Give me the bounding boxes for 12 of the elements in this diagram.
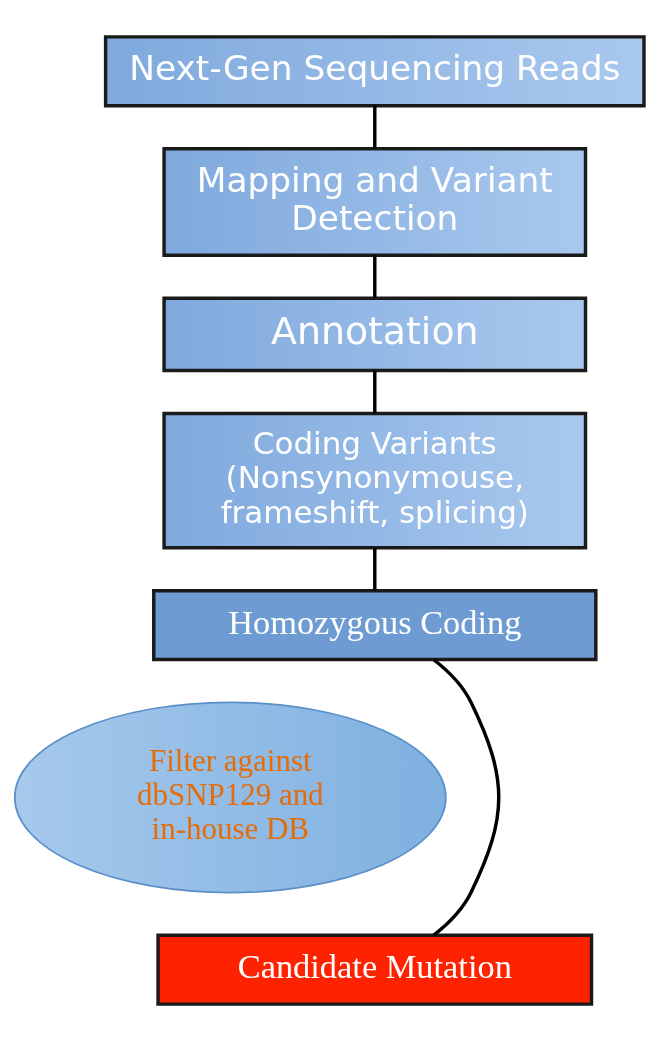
- node-box: Annotation: [162, 296, 588, 373]
- connector: [373, 370, 377, 414]
- node-ellipse: Filter against dbSNP129 and in-house DB: [13, 701, 447, 894]
- node-box: Coding Variants (Nonsynonymouse, frameshift, splicing): [162, 411, 588, 550]
- connector: [432, 658, 501, 937]
- node-box: Mapping and Variant Detection: [162, 146, 588, 258]
- node-box: Homozygous Coding: [152, 589, 598, 662]
- connector: [373, 255, 377, 298]
- connector: [373, 105, 377, 149]
- node-box: Candidate Mutation: [156, 933, 594, 1006]
- connector: [373, 547, 377, 591]
- node-box: Next-Gen Sequencing Reads: [103, 35, 646, 108]
